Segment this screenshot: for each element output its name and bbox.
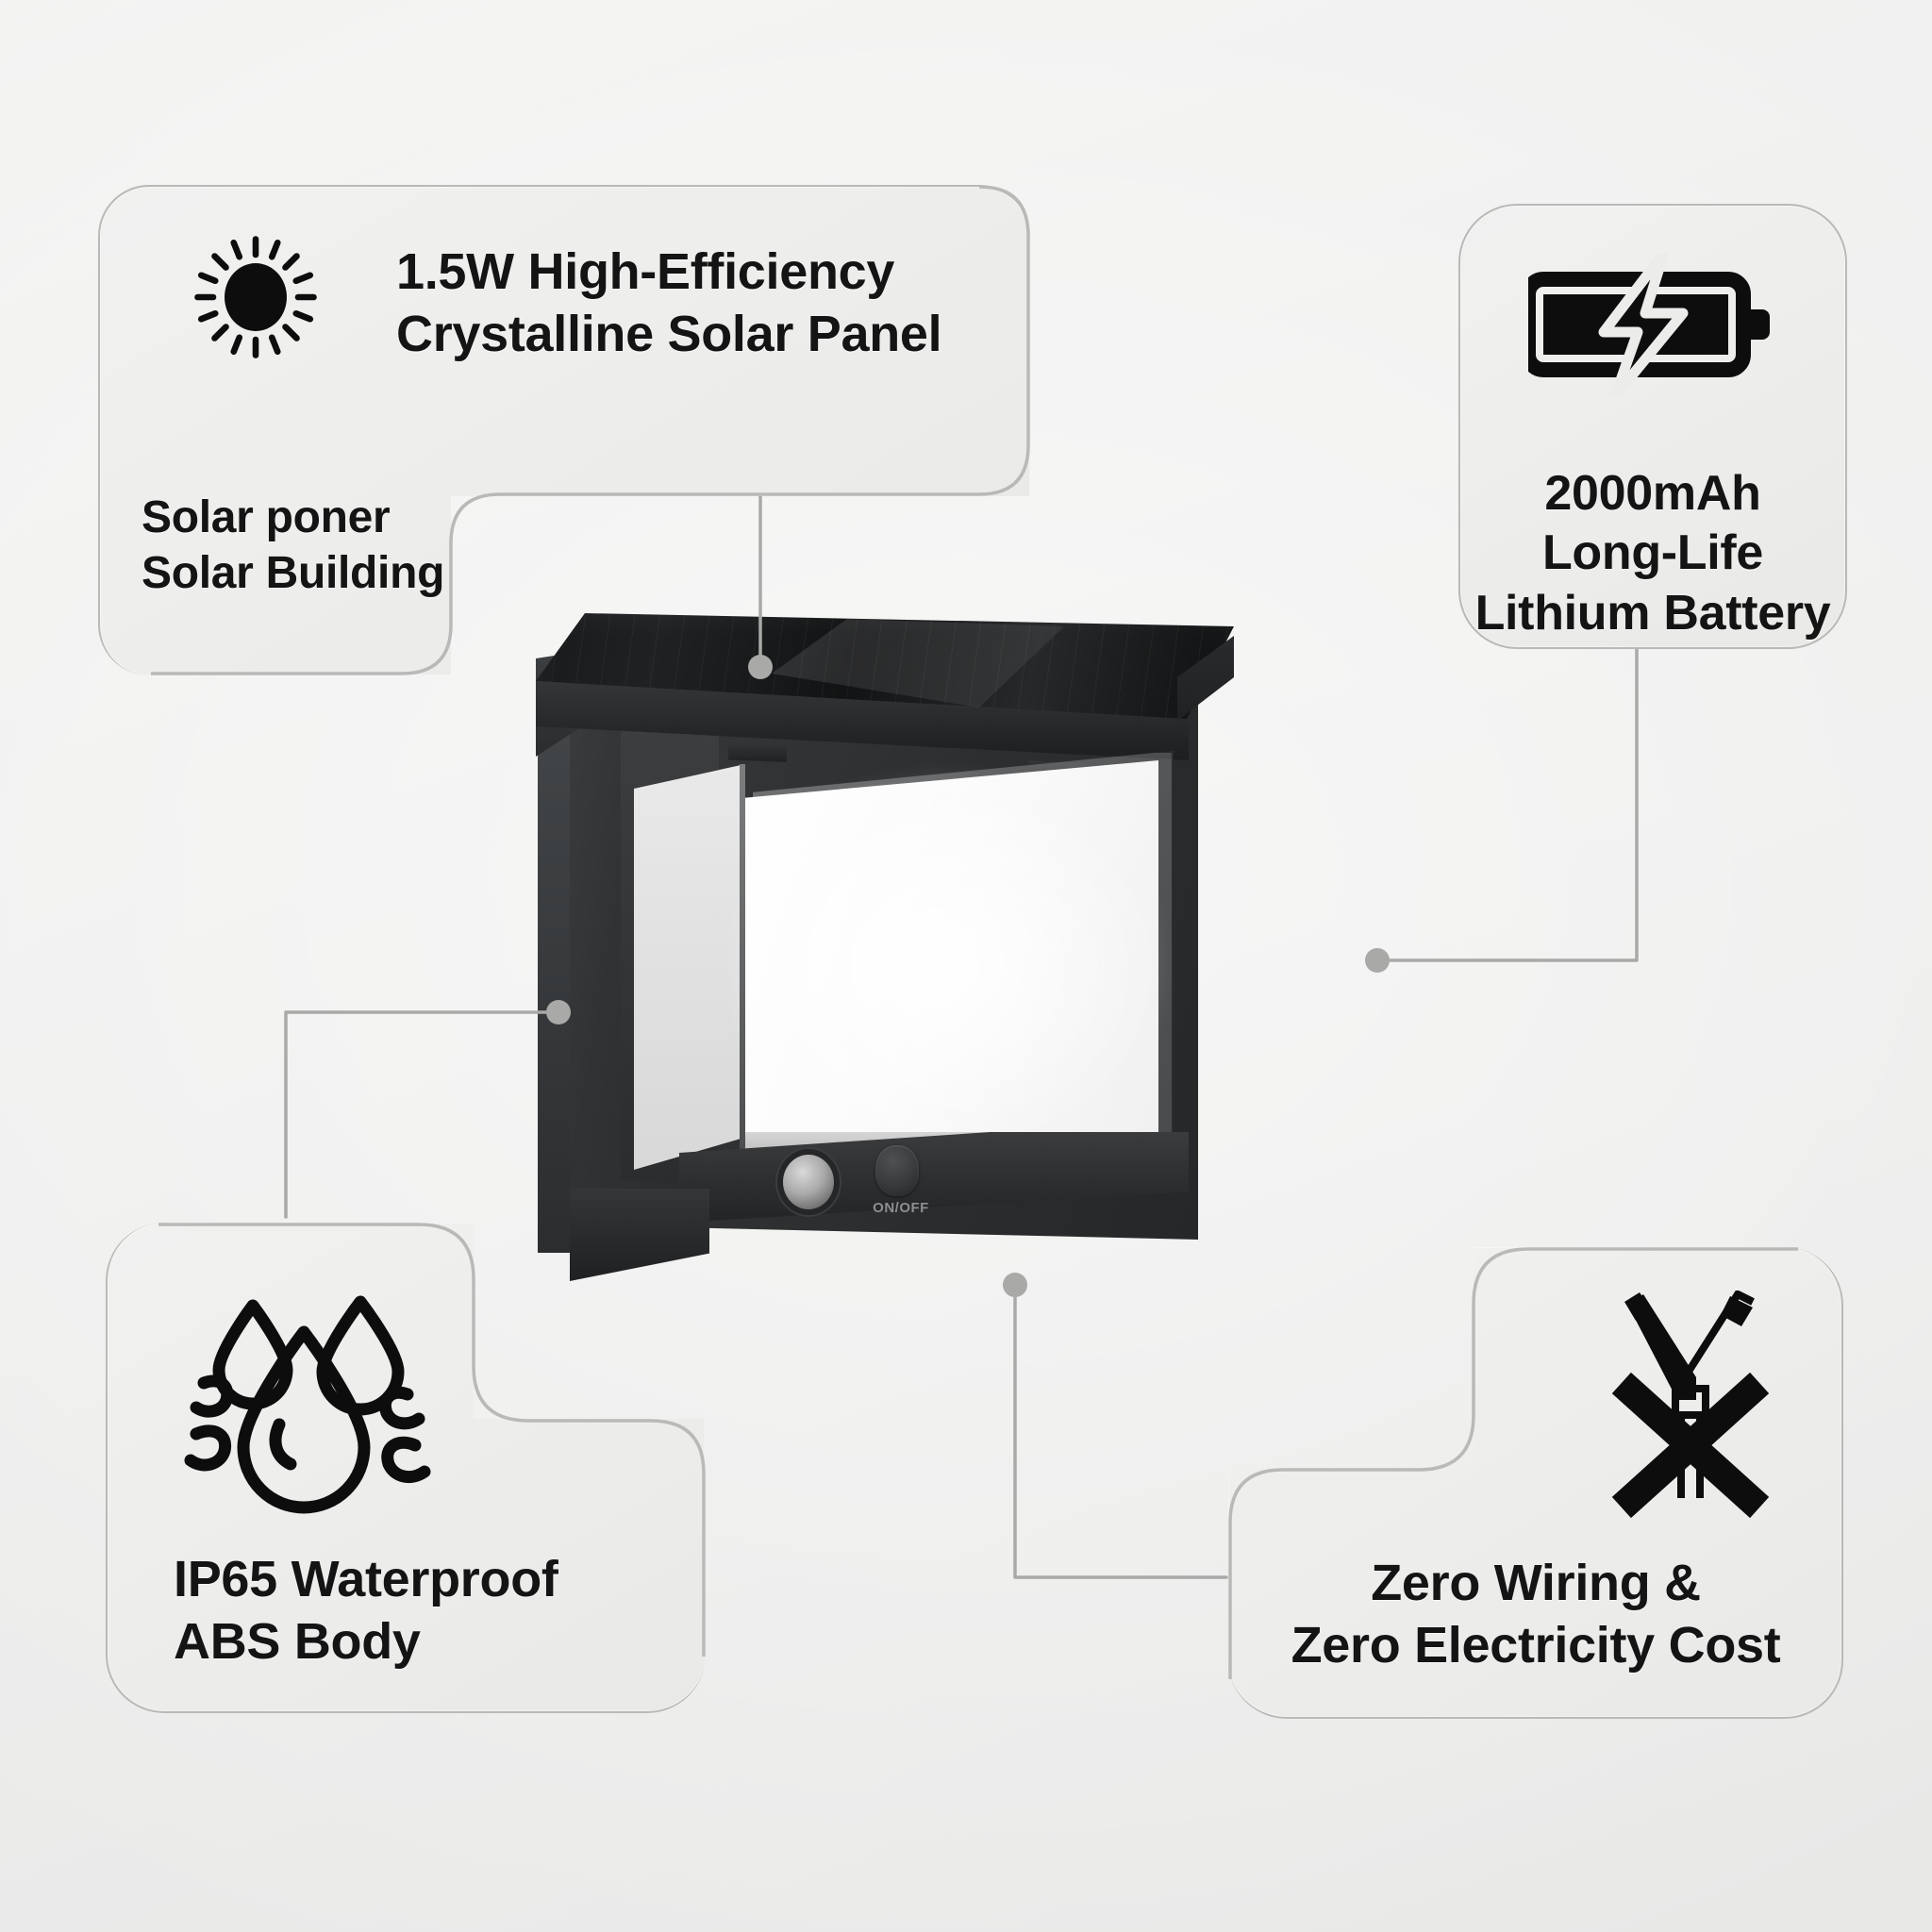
callout-headline-waterproof: IP65 Waterproof ABS Body [174, 1551, 558, 1670]
crossed-wires-icon [1594, 1291, 1783, 1523]
connector-waterproof [284, 1010, 551, 1219]
power-button[interactable] [875, 1145, 919, 1196]
battery-charging-icon [1528, 253, 1777, 396]
product-backplate-side [538, 668, 574, 1253]
callout-subtext-solar-panel: Solar poner Solar Building [142, 492, 445, 598]
callout-headline-battery: 2000mAh Long-Life Lithium Battery [1474, 466, 1831, 641]
motion-sensor-icon [783, 1155, 834, 1209]
power-button-label: ON/OFF [873, 1200, 929, 1216]
connector-zero-wiring [1013, 1292, 1228, 1579]
callout-headline-solar-panel: 1.5W High-Efficiency Crystalline Solar P… [396, 243, 942, 362]
callout-headline-zero-wiring: Zero Wiring & Zero Electricity Cost [1291, 1555, 1781, 1674]
sun-icon [185, 226, 326, 368]
water-drops-icon [181, 1275, 438, 1517]
product-image: ON/OFF [528, 613, 1424, 1321]
diffuser-edge-divider [740, 764, 745, 1164]
product-lower-skirt [570, 1189, 709, 1281]
diffuser-glow [726, 751, 1179, 1181]
